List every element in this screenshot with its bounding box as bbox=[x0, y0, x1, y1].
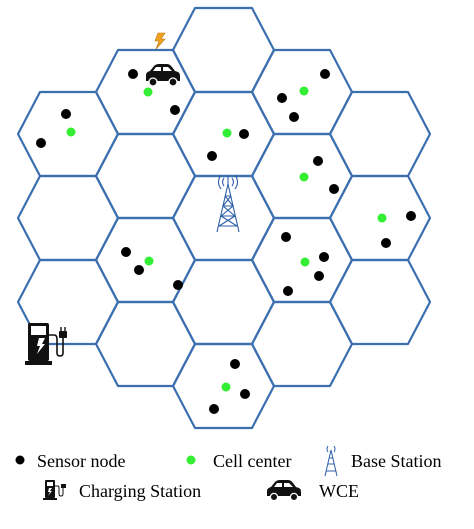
wce-legend-icon bbox=[267, 480, 301, 502]
legend: Sensor node Cell center Base Station Cha… bbox=[15, 445, 442, 502]
cell-center bbox=[221, 382, 231, 392]
sensor-node bbox=[170, 105, 180, 115]
sensor-node bbox=[320, 69, 330, 79]
sensor-node bbox=[173, 280, 183, 290]
sensor-node bbox=[36, 138, 46, 148]
charging-station-legend-icon bbox=[43, 480, 66, 500]
sensor-node bbox=[277, 93, 287, 103]
wce-car-icon bbox=[146, 64, 180, 87]
base-station-icon bbox=[216, 174, 240, 233]
charging-station-icon bbox=[25, 323, 67, 365]
sensor-node bbox=[128, 69, 138, 79]
sensor-node-legend-label: Sensor node bbox=[37, 451, 126, 471]
cell-center bbox=[299, 86, 309, 96]
sensor-node bbox=[207, 151, 217, 161]
sensor-node-legend-marker bbox=[15, 455, 25, 465]
base-station-legend-label: Base Station bbox=[351, 451, 442, 471]
wce-legend-label: WCE bbox=[319, 481, 359, 501]
sensor-node bbox=[329, 184, 339, 194]
sensor-node bbox=[209, 404, 219, 414]
base-station-legend-icon bbox=[324, 445, 338, 477]
cell-center bbox=[144, 256, 154, 266]
lightning-bolt-icon bbox=[154, 32, 166, 50]
sensor-node bbox=[319, 252, 329, 262]
cell-center bbox=[377, 213, 387, 223]
sensor-node bbox=[281, 232, 291, 242]
sensor-node bbox=[239, 129, 249, 139]
sensor-node bbox=[381, 238, 391, 248]
cell-center bbox=[300, 257, 310, 267]
sensor-nodes bbox=[36, 69, 416, 414]
sensor-node bbox=[313, 156, 323, 166]
sensor-node bbox=[61, 109, 71, 119]
sensor-node bbox=[314, 271, 324, 281]
sensor-node bbox=[289, 112, 299, 122]
cell-center-legend-label: Cell center bbox=[213, 451, 291, 471]
sensor-node bbox=[121, 247, 131, 257]
sensor-node bbox=[230, 359, 240, 369]
sensor-node bbox=[283, 286, 293, 296]
charging-station-legend-label: Charging Station bbox=[79, 481, 201, 501]
cell-grid bbox=[16, 6, 432, 430]
cell-centers bbox=[66, 86, 387, 392]
cell bbox=[171, 342, 276, 430]
cell-center bbox=[143, 87, 153, 97]
cell-center-legend-marker bbox=[186, 455, 196, 465]
sensor-node bbox=[406, 211, 416, 221]
cell-center bbox=[299, 172, 309, 182]
sensor-node bbox=[134, 265, 144, 275]
sensor-node bbox=[240, 389, 250, 399]
cell-center bbox=[66, 127, 76, 137]
cell-center bbox=[222, 128, 232, 138]
